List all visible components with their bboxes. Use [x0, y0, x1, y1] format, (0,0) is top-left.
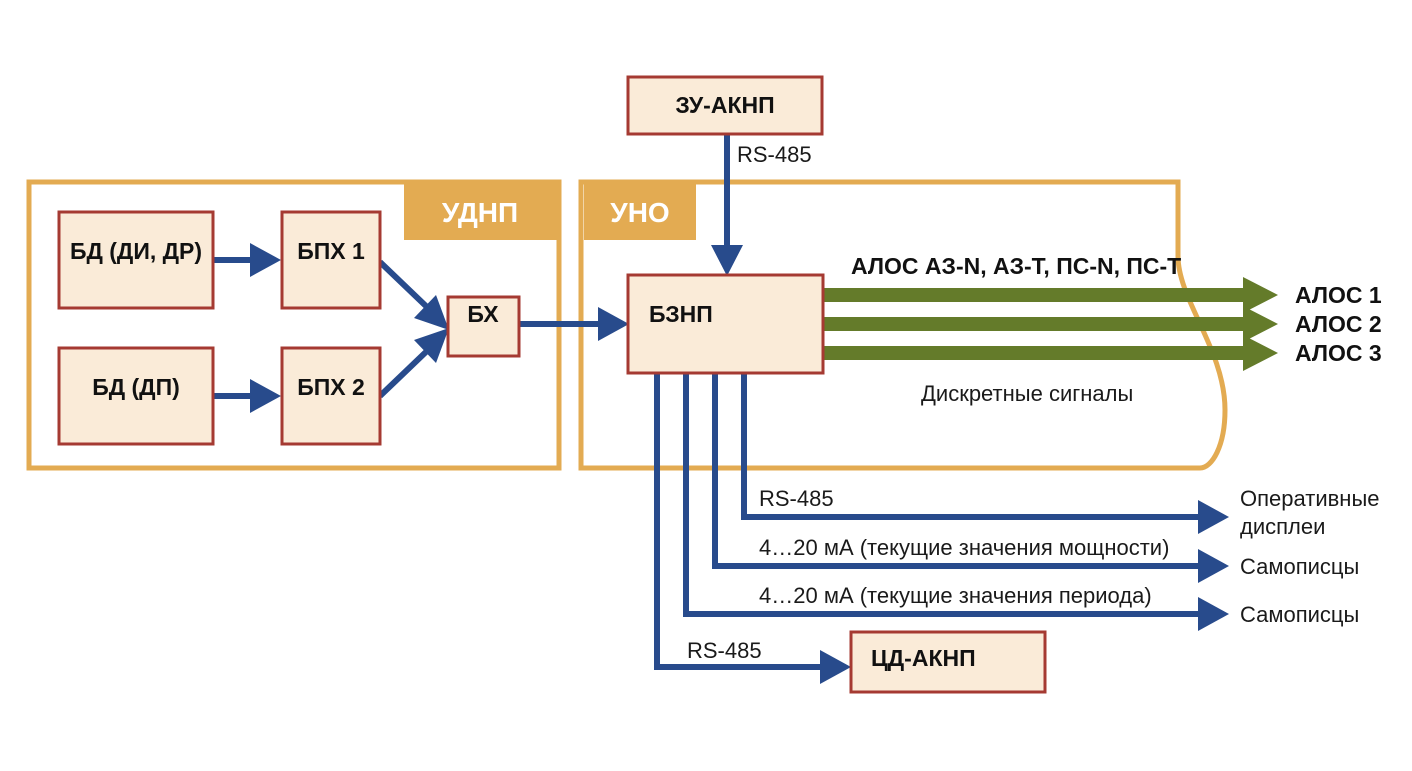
- arrow-head-recorders-power: [1198, 549, 1229, 583]
- block-bph-1-label: БПХ 1: [297, 238, 365, 264]
- block-bd-dp: БД (ДП): [57, 346, 215, 446]
- arrow-head-cd: [820, 650, 851, 684]
- block-bph-2: БПХ 2: [280, 346, 382, 446]
- connector-bznp-to-cd: [654, 373, 823, 670]
- connector-bznp-to-displays: [741, 373, 1201, 520]
- arrow-head-alos-3: [1243, 335, 1278, 371]
- udnp-label: УДНП: [442, 197, 518, 228]
- uno-label: УНО: [610, 197, 669, 228]
- uno-frame: [578, 179, 1228, 471]
- arrow-head-bph1-to-bh: [414, 295, 449, 330]
- block-bph-1: БПХ 1: [280, 210, 382, 310]
- connector-bph2-to-bh: [377, 347, 431, 399]
- udnp-tab: [404, 184, 557, 240]
- connector-bph1-to-bh: [377, 259, 431, 311]
- block-bznp-label: БЗНП: [649, 301, 713, 327]
- label-discrete-signals: Дискретные сигналы: [921, 381, 1133, 406]
- block-cd-aknp: ЦД-АКНП: [849, 630, 1047, 694]
- output-displays-line1: Оперативные: [1240, 486, 1380, 511]
- uno-group: УНО: [578, 179, 1228, 471]
- label-rs485-top: RS-485: [737, 142, 812, 167]
- block-bd-di-dr-label: БД (ДИ, ДР): [70, 238, 202, 264]
- block-bznp: БЗНП: [626, 273, 825, 375]
- arrow-head-alos-1: [1243, 277, 1278, 313]
- label-rs485-cd: RS-485: [687, 638, 762, 663]
- label-rs485-displays: RS-485: [759, 486, 834, 511]
- output-displays-line2: дисплеи: [1240, 514, 1325, 539]
- block-zu-aknp: ЗУ-АКНП: [626, 75, 824, 136]
- connector-bznp-to-recorders-period: [683, 373, 1201, 617]
- output-alos-1: АЛОС 1: [1295, 282, 1382, 308]
- label-ma-period: 4…20 мА (текущие значения периода): [759, 583, 1152, 608]
- arrow-head-recorders-period: [1198, 597, 1229, 631]
- block-zu-aknp-label: ЗУ-АКНП: [675, 92, 774, 118]
- output-recorders-power: Самописцы: [1240, 554, 1359, 579]
- udnp-group: УДНП: [26, 179, 562, 471]
- output-alos-3: АЛОС 3: [1295, 340, 1382, 366]
- connector-bznp-to-recorders-power: [712, 373, 1201, 569]
- label-ma-power: 4…20 мА (текущие значения мощности): [759, 535, 1169, 560]
- block-bd-di-dr: БД (ДИ, ДР): [57, 210, 215, 310]
- block-bh: БХ: [446, 295, 521, 358]
- block-bh-label: БХ: [467, 301, 499, 327]
- arrow-head-bddp-to-bph2: [250, 379, 281, 413]
- label-alos-header: АЛОС АЗ-N, АЗ-Т, ПС-N, ПС-Т: [851, 253, 1181, 279]
- arrow-head-zu-to-bznp: [711, 245, 743, 276]
- blue-connectors: [213, 134, 1229, 684]
- arrow-head-bddi-to-bph1: [250, 243, 281, 277]
- uno-tab: [584, 184, 696, 240]
- arrow-head-alos-2: [1243, 306, 1278, 342]
- arrow-head-displays: [1198, 500, 1229, 534]
- alos-connectors: [823, 277, 1278, 371]
- arrow-head-bh-to-bznp: [598, 307, 629, 341]
- block-bph-2-label: БПХ 2: [297, 374, 365, 400]
- output-recorders-period: Самописцы: [1240, 602, 1359, 627]
- output-alos-2: АЛОС 2: [1295, 311, 1382, 337]
- arrow-head-bph2-to-bh: [414, 328, 449, 363]
- block-cd-aknp-label: ЦД-АКНП: [871, 645, 976, 671]
- block-bd-dp-label: БД (ДП): [92, 374, 180, 400]
